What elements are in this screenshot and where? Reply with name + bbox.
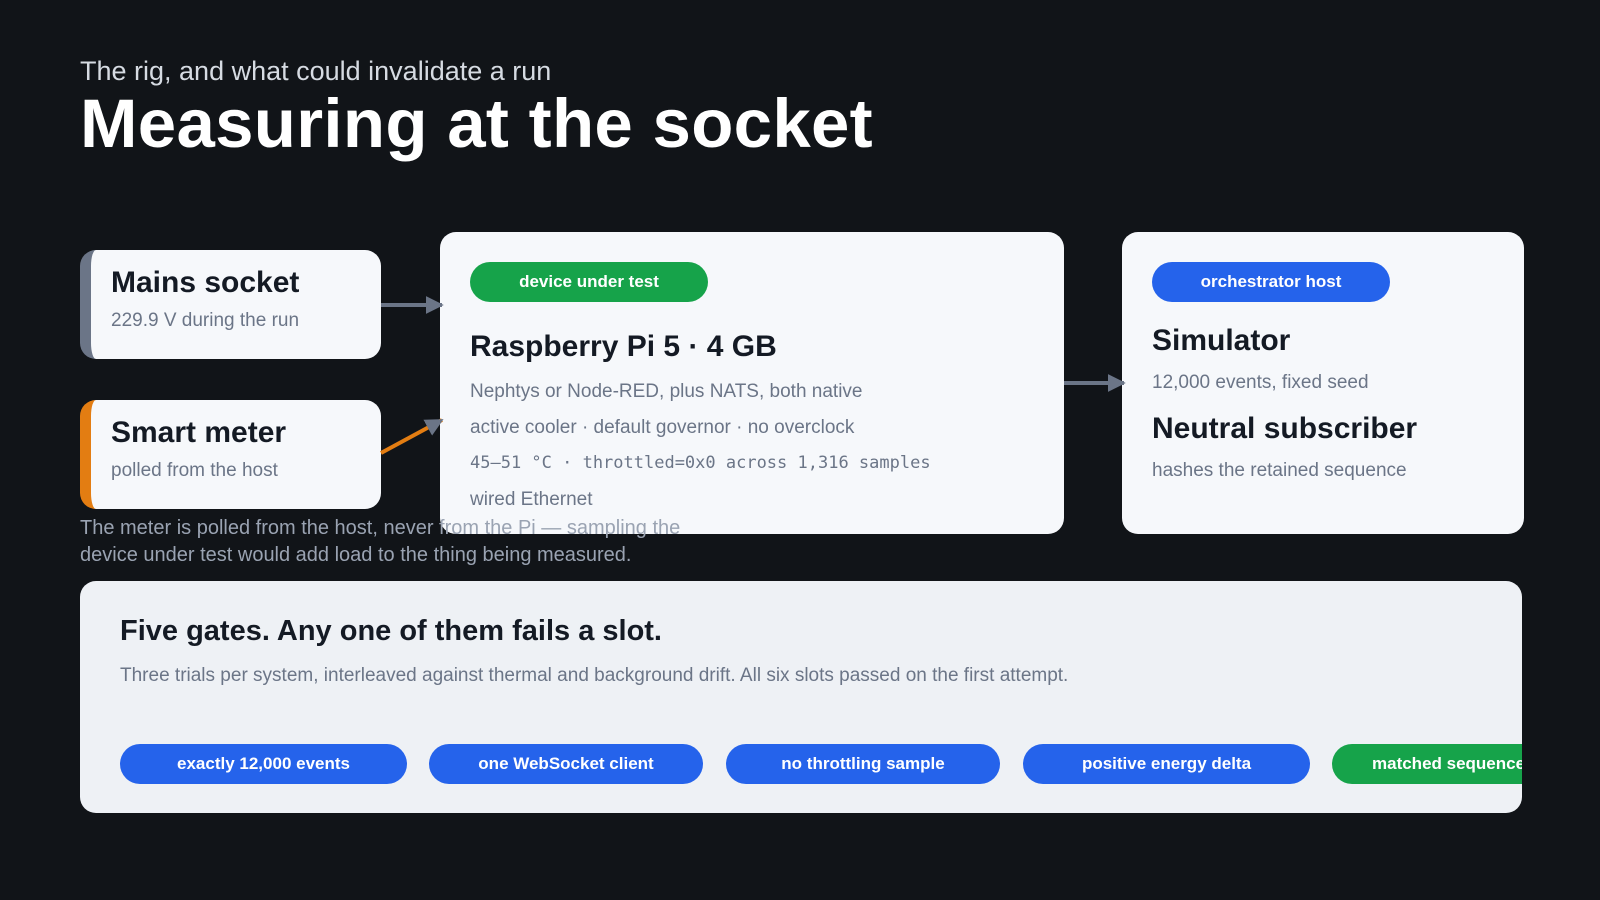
gate-pill-events: exactly 12,000 events <box>120 744 407 784</box>
gates-title: Five gates. Any one of them fails a slot… <box>120 615 662 647</box>
meter-to-dut-arrow <box>380 418 444 455</box>
gate-pill-energy: positive energy delta <box>1023 744 1310 784</box>
smart-meter-card: Smart meter polled from the host <box>80 400 381 509</box>
neutral-subscriber-title: Neutral subscriber <box>1152 412 1418 445</box>
orchestrator-host-tag: orchestrator host <box>1152 262 1390 302</box>
dut-cooling-line: active cooler · default governor · no ov… <box>470 417 855 438</box>
smart-meter-title: Smart meter <box>111 416 287 449</box>
page-title: Measuring at the socket <box>80 85 873 162</box>
dut-software-line: Nephtys or Node-RED, plus NATS, both nat… <box>470 381 863 402</box>
orchestrator-host-card: orchestrator host Simulator 12,000 event… <box>1122 232 1524 534</box>
dut-title: Raspberry Pi 5 · 4 GB <box>470 330 777 363</box>
smart-meter-sub: polled from the host <box>111 460 278 481</box>
simulator-title: Simulator <box>1152 324 1291 357</box>
gate-pill-hash: matched sequence hash <box>1332 744 1522 784</box>
page-subtitle: The rig, and what could invalidate a run <box>80 56 552 86</box>
dut-thermal-line: 45–51 °C · throttled=0x0 across 1,316 sa… <box>470 453 931 473</box>
dut-network-line: wired Ethernet <box>470 489 593 510</box>
simulator-sub: 12,000 events, fixed seed <box>1152 372 1369 393</box>
mains-socket-voltage: 229.9 V during the run <box>111 310 300 331</box>
device-under-test-tag: device under test <box>470 262 708 302</box>
device-under-test-card: device under test Raspberry Pi 5 · 4 GB … <box>440 232 1064 534</box>
gate-pill-throttling: no throttling sample <box>726 744 1000 784</box>
gates-sub: Three trials per system, interleaved aga… <box>120 665 1069 686</box>
gate-pill-websocket: one WebSocket client <box>429 744 703 784</box>
mains-socket-card: Mains socket 229.9 V during the run <box>80 250 381 359</box>
meter-note: The meter is polled from the host, never… <box>80 517 681 566</box>
mains-socket-title: Mains socket <box>111 266 300 299</box>
gates-panel: Five gates. Any one of them fails a slot… <box>80 581 1522 813</box>
neutral-subscriber-sub: hashes the retained sequence <box>1152 460 1407 481</box>
